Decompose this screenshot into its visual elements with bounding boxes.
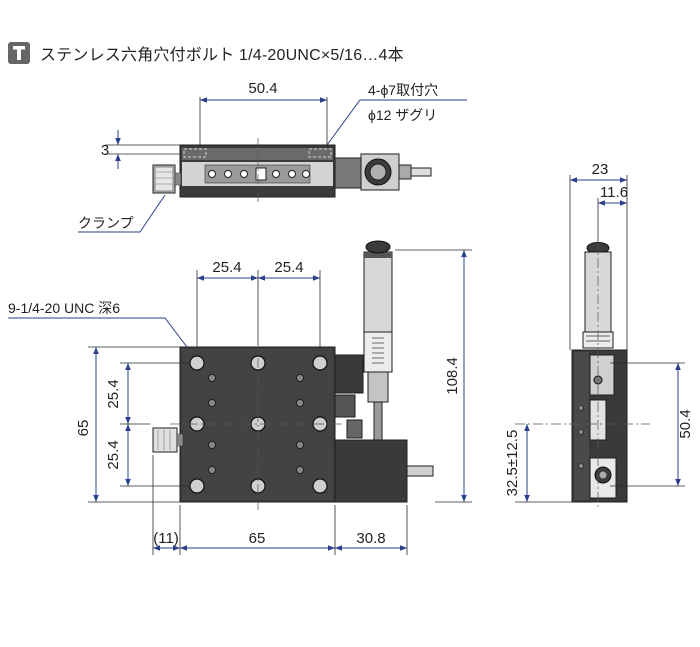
mounting-screws [208, 374, 304, 474]
clamp-leader [78, 194, 166, 233]
top-width-dim: 50.4 [248, 80, 277, 97]
side-view: 23 11.6 50.4 32.5±12.5 [504, 161, 694, 508]
side-offset-dim: 11.6 [600, 184, 628, 201]
tapped-holes-leader [8, 317, 194, 356]
front-height-dim: 65 [75, 420, 92, 437]
t-icon [8, 42, 30, 64]
side-travel-dim: 32.5±12.5 [504, 430, 521, 497]
top-thickness-dim: 3 [101, 142, 109, 159]
header-title: ステンレス六角穴付ボルト 1/4-20UNC×5/16…4本 [40, 47, 404, 64]
front-clamp-offset-dim: (11) [153, 530, 179, 547]
front-pitch-y-upper: 25.4 [105, 379, 122, 408]
front-clamp-knob [152, 427, 178, 453]
tapped-holes [189, 355, 328, 494]
front-micrometer-offset-dim: 30.8 [356, 530, 385, 547]
top-view: 50.4 3 [78, 80, 467, 233]
header: ステンレス六角穴付ボルト 1/4-20UNC×5/16…4本 [8, 40, 404, 66]
side-width-dim: 23 [592, 161, 609, 178]
micrometer [363, 240, 393, 441]
clamp-label: クランプ [78, 215, 134, 231]
tapped-holes-note: 9-1/4-20 UNC 深6 [8, 300, 120, 316]
front-width-dim: 65 [249, 530, 266, 547]
side-height-dim: 50.4 [677, 409, 694, 438]
front-pitch-x-left: 25.4 [212, 259, 241, 276]
hole-note-2: ϕ12 ザグリ [368, 107, 437, 123]
hole-note-1: 4-ϕ7取付穴 [368, 82, 438, 98]
front-pitch-y-lower: 25.4 [105, 440, 122, 469]
front-view: 25.4 25.4 9-1/4-20 UNC 深6 [8, 240, 472, 555]
top-screw-icons [208, 167, 310, 181]
hole-note-leader [326, 99, 467, 146]
front-total-height-dim: 108.4 [444, 357, 461, 395]
front-pitch-x-right: 25.4 [274, 259, 303, 276]
